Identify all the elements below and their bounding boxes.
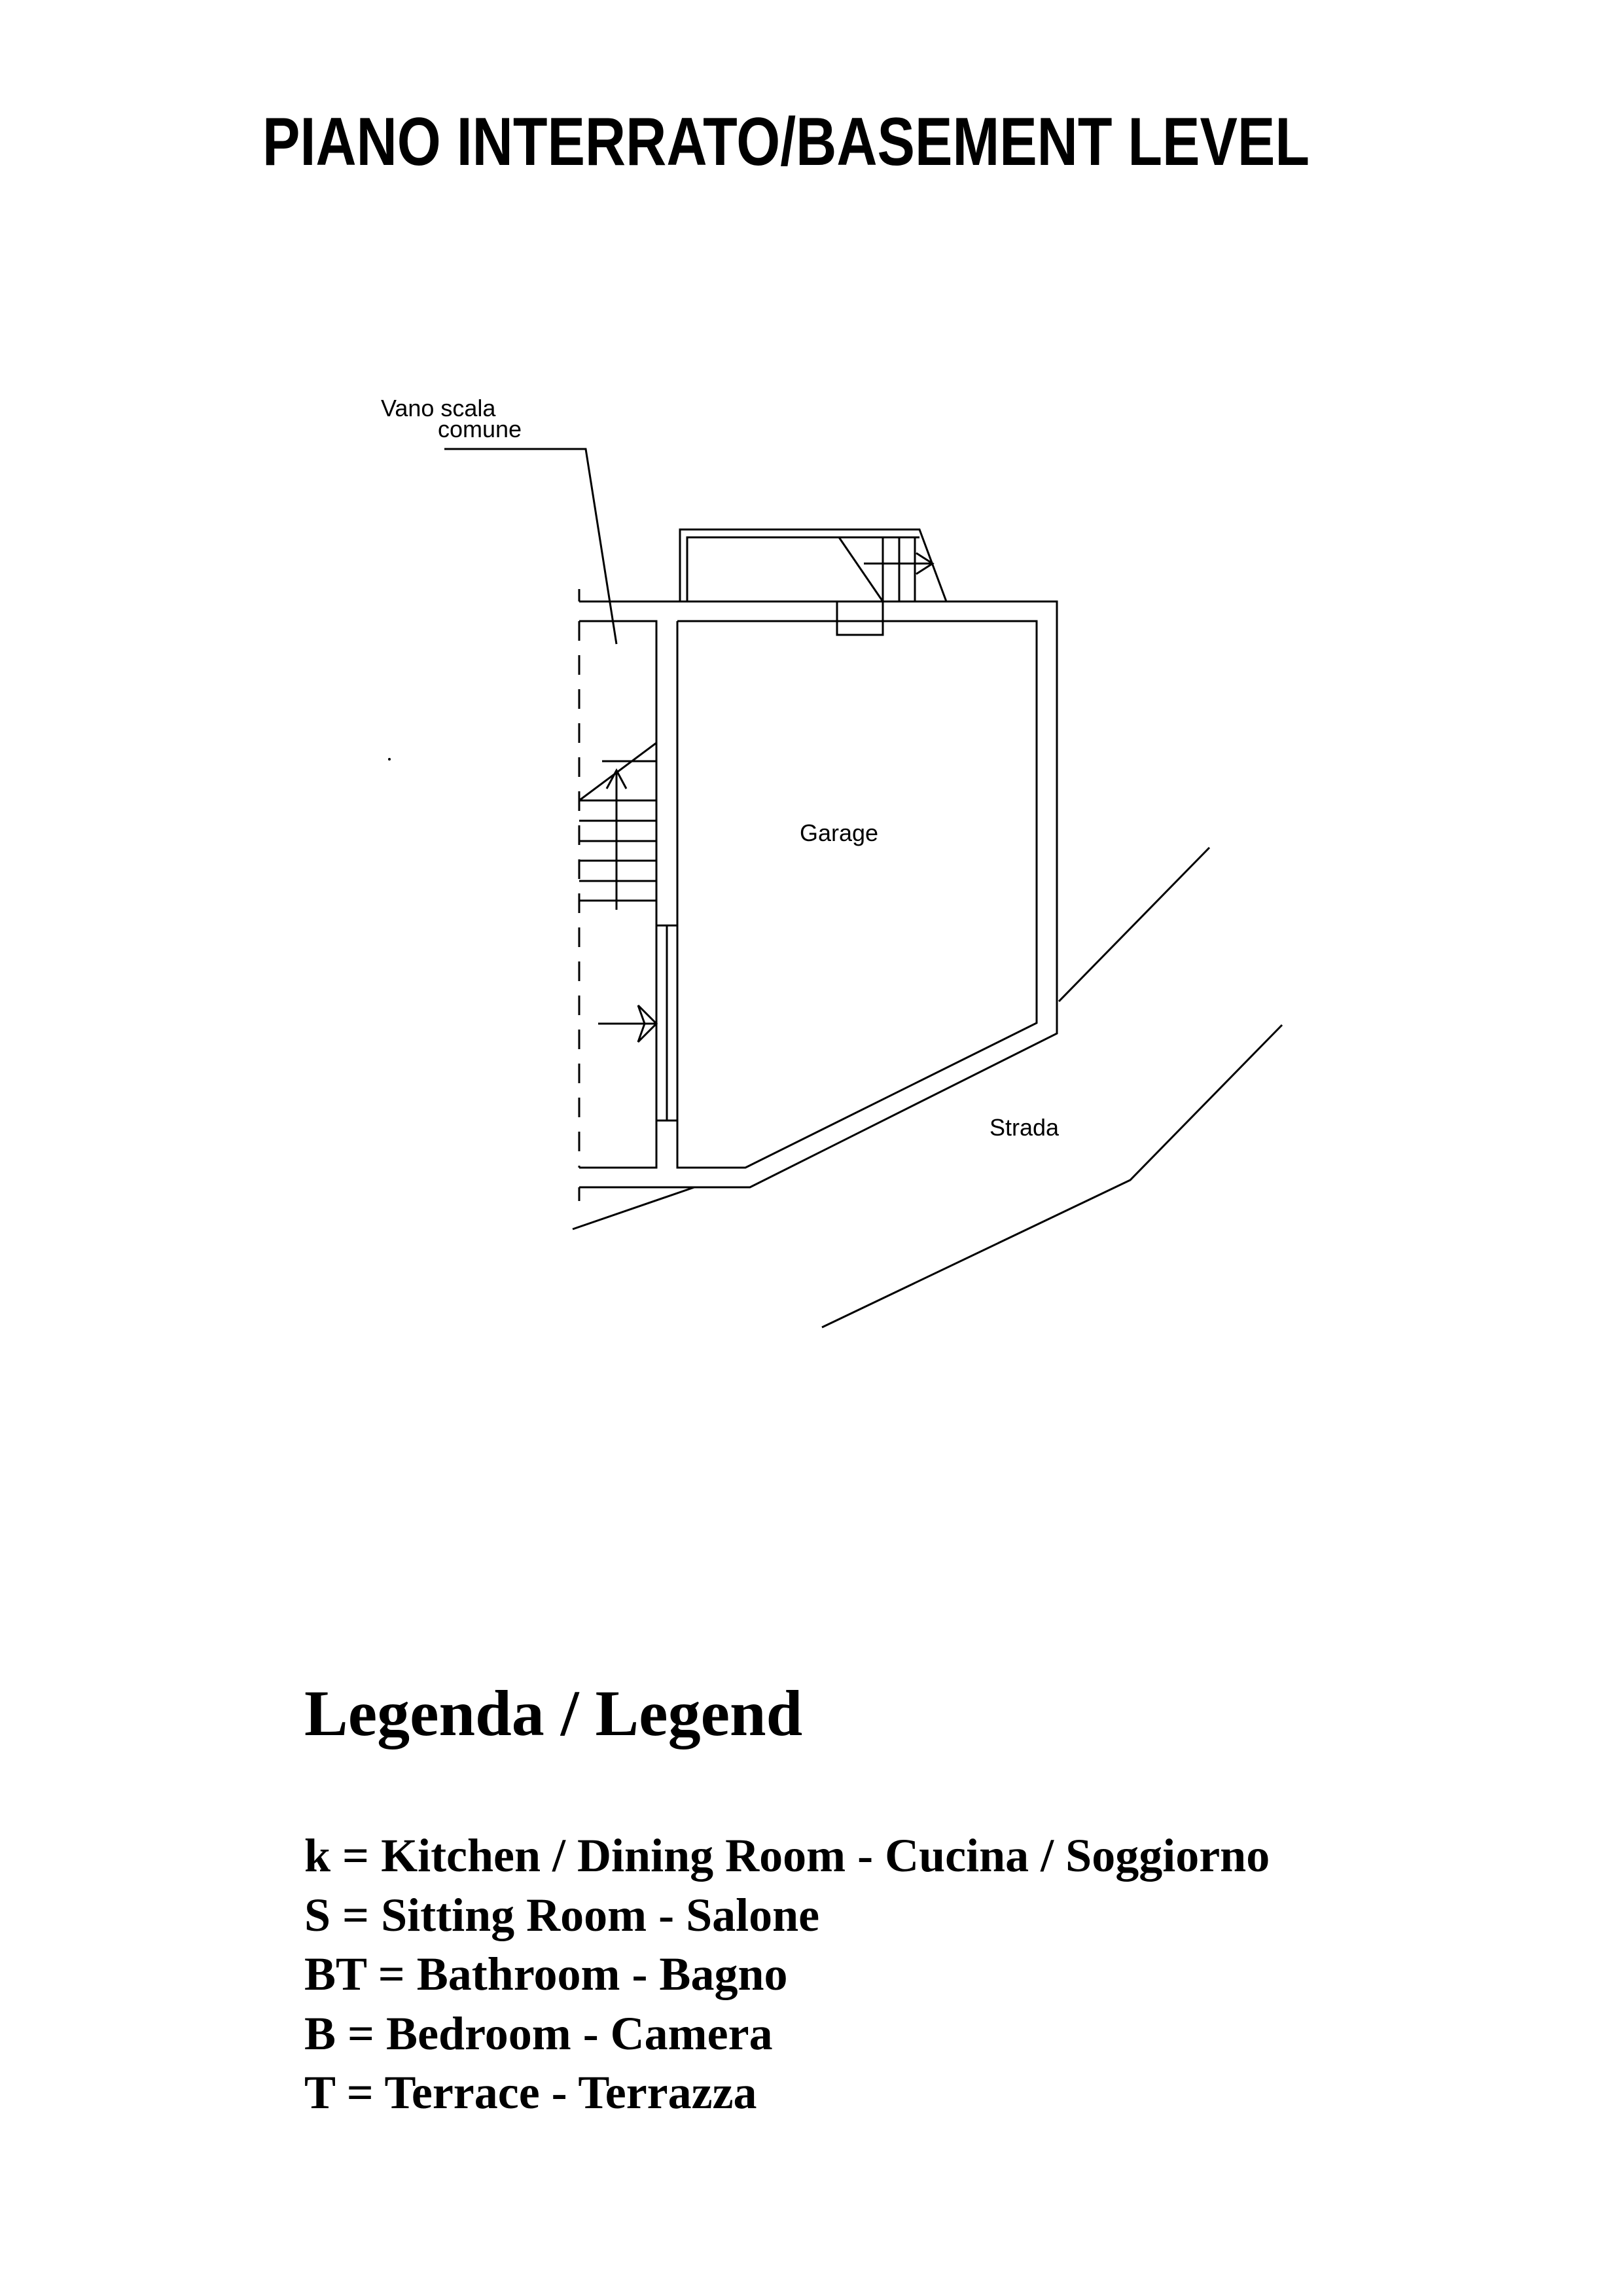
corridor-wall	[579, 620, 658, 1169]
road-edge	[821, 1024, 1283, 1329]
legend-list: k = Kitchen / Dining Room - Cucina / Sog…	[304, 1826, 1270, 2123]
outer-wall	[579, 600, 1058, 1189]
page-title: PIANO INTERRATO/BASEMENT LEVEL	[262, 104, 1310, 180]
arrow-head-icon	[605, 768, 628, 789]
stair-diagonal	[838, 537, 884, 602]
legend-item: B = Bedroom - Camera	[304, 2007, 773, 2060]
terrace-inner	[686, 536, 919, 601]
dot	[388, 758, 391, 761]
leader-line	[444, 448, 618, 645]
legend-item: BT = Bathroom - Bagno	[304, 1948, 788, 2000]
room-label-garage: Garage	[800, 819, 878, 846]
stair-label-line1: Vano scala	[381, 395, 496, 422]
stair-label-line2: comune	[438, 416, 522, 442]
road-edge	[1058, 846, 1211, 1003]
terrace-outline	[679, 528, 948, 602]
window	[836, 600, 884, 636]
legend-item: k = Kitchen / Dining Room - Cucina / Sog…	[304, 1829, 1270, 1882]
legend-item: S = Sitting Room - Salone	[304, 1888, 820, 1941]
legend-item: T = Terrace - Terrazza	[304, 2066, 757, 2119]
road-edge	[572, 1186, 695, 1230]
arrow-head-icon	[637, 1004, 658, 1043]
legend-heading: Legenda / Legend	[304, 1677, 803, 1749]
road-label: Strada	[990, 1114, 1060, 1141]
garage-inner-wall	[676, 620, 1038, 1169]
arrow-head-icon	[916, 552, 935, 575]
